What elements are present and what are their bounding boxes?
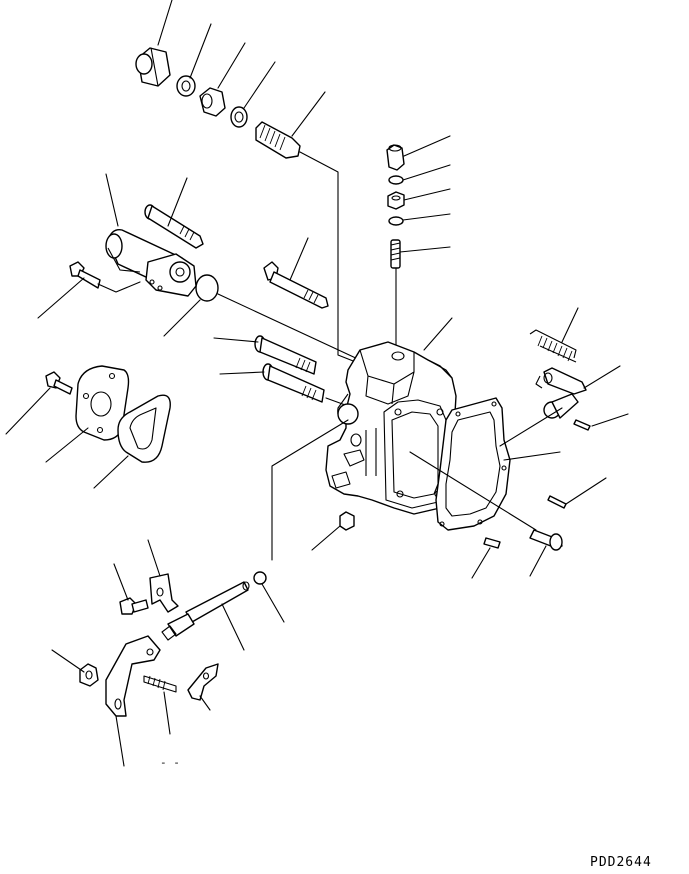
shaft-sleeve-part: [543, 393, 579, 419]
o-ring-part: [195, 274, 219, 302]
stud-bolt-part: [390, 239, 401, 269]
bolt-part-solenoid-upper: [144, 204, 204, 249]
long-bolt-part-2: [254, 335, 317, 375]
bolt-part-solenoid-lower: [69, 261, 101, 289]
small-lever-part: [187, 663, 219, 701]
governor-housing-part: [325, 341, 457, 515]
governor-shaft-part: [161, 581, 250, 641]
stop-bracket-part: [149, 573, 179, 613]
bolt-part-flange: [45, 371, 73, 395]
small-nut-part: [387, 191, 405, 210]
long-bolt-part-3: [262, 363, 325, 403]
washer-part-2: [230, 106, 248, 128]
washer-part-1: [176, 75, 196, 97]
dash-mark: - -: [160, 756, 180, 769]
lock-nut-part: [79, 663, 99, 687]
delivery-valve-holder-part: [255, 121, 301, 159]
small-pin-part-2: [547, 495, 567, 509]
housing-gasket-part: [435, 397, 511, 531]
small-washer-part-1: [388, 175, 404, 185]
bracket-bolt-part: [119, 597, 149, 615]
flange-gasket-part: [117, 394, 171, 463]
stop-solenoid-part: [105, 229, 197, 297]
small-o-ring-part: [253, 571, 267, 585]
cap-nut-part: [135, 47, 171, 87]
long-bolt-part-1: [263, 261, 329, 309]
nut-part-1: [199, 87, 226, 117]
small-pin-part-1: [573, 419, 591, 431]
drawing-code-label: PDD2644: [590, 855, 652, 870]
lever-part: [535, 367, 587, 395]
housing-bolt-part: [529, 529, 563, 551]
plug-part: [339, 511, 355, 531]
adjust-screw-part: [143, 675, 177, 693]
small-cap-nut-part: [386, 144, 405, 171]
small-washer-part-2: [388, 216, 404, 226]
spring-part: [529, 329, 577, 363]
key-part: [483, 537, 501, 549]
control-lever-part: [105, 635, 161, 717]
